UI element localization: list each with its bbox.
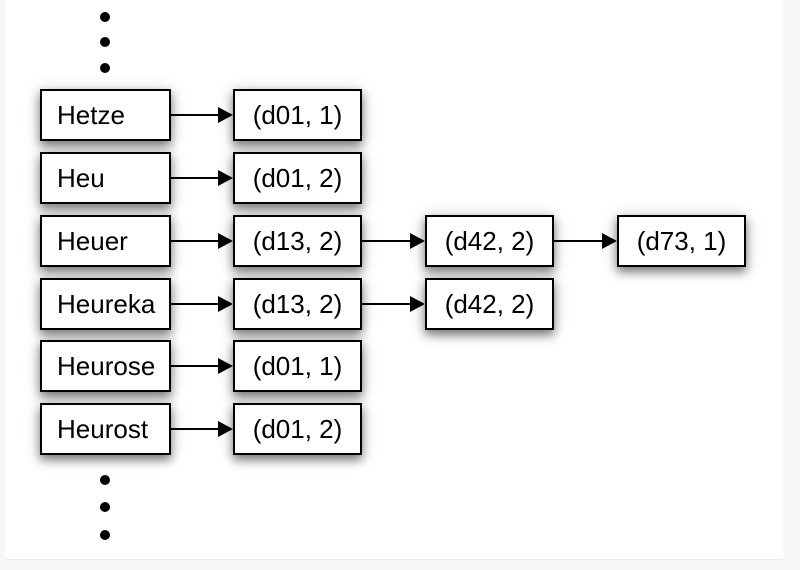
ellipsis-dot-bottom-2 <box>100 502 110 512</box>
arrowhead-icon <box>218 358 233 374</box>
posting-label: (d01, 1) <box>252 351 343 381</box>
posting-label: (d73, 1) <box>636 226 727 256</box>
arrowhead-icon <box>218 170 233 186</box>
inverted-index-diagram: Hetze (d01, 1) Heu (d01, 2) Heuer (d <box>5 0 783 560</box>
arrow-shaft <box>171 365 218 367</box>
arrowhead-icon <box>218 296 233 312</box>
term-box-heu: Heu <box>40 152 171 204</box>
arrowhead-icon <box>218 233 233 249</box>
posting-box: (d01, 1) <box>233 340 362 392</box>
arrow <box>171 421 233 437</box>
arrow-shaft <box>171 114 218 116</box>
term-label: Heureka <box>57 289 156 319</box>
term-box-heuer: Heuer <box>40 215 171 267</box>
arrow-shaft <box>171 177 218 179</box>
term-box-heurost: Heurost <box>40 403 171 455</box>
posting-box: (d01, 1) <box>233 89 362 141</box>
posting-box: (d42, 2) <box>425 215 554 267</box>
ellipsis-dot-top-1 <box>100 12 110 22</box>
term-box-heureka: Heureka <box>40 278 171 330</box>
term-label: Heu <box>57 163 105 193</box>
arrow <box>171 233 233 249</box>
term-label: Heurost <box>57 414 149 444</box>
arrow <box>171 107 233 123</box>
ellipsis-dot-bottom-1 <box>100 475 110 485</box>
arrow <box>171 358 233 374</box>
arrowhead-icon <box>602 233 617 249</box>
arrow-shaft <box>554 240 602 242</box>
term-box-hetze: Hetze <box>40 89 171 141</box>
arrow-shaft <box>171 428 218 430</box>
ellipsis-dot-top-3 <box>100 63 110 73</box>
arrow <box>554 233 617 249</box>
term-box-heurose: Heurose <box>40 340 171 392</box>
ellipsis-dot-bottom-3 <box>100 530 110 540</box>
arrowhead-icon <box>218 107 233 123</box>
term-label: Hetze <box>57 100 125 130</box>
ellipsis-dot-top-2 <box>100 37 110 47</box>
posting-box: (d13, 2) <box>233 215 362 267</box>
arrow <box>171 296 233 312</box>
arrowhead-icon <box>410 233 425 249</box>
arrow-shaft <box>171 303 218 305</box>
term-label: Heurose <box>57 351 156 381</box>
arrow-shaft <box>362 303 410 305</box>
posting-label: (d13, 2) <box>252 226 343 256</box>
arrowhead-icon <box>218 421 233 437</box>
posting-label: (d42, 2) <box>444 226 535 256</box>
posting-box: (d73, 1) <box>617 215 746 267</box>
posting-label: (d01, 2) <box>252 414 343 444</box>
arrow-shaft <box>171 240 218 242</box>
arrowhead-icon <box>410 296 425 312</box>
posting-label: (d01, 1) <box>252 100 343 130</box>
posting-box: (d01, 2) <box>233 152 362 204</box>
arrow <box>362 233 425 249</box>
posting-box: (d42, 2) <box>425 278 554 330</box>
arrow <box>362 296 425 312</box>
posting-box: (d13, 2) <box>233 278 362 330</box>
term-label: Heuer <box>57 226 128 256</box>
posting-label: (d42, 2) <box>444 289 535 319</box>
posting-box: (d01, 2) <box>233 403 362 455</box>
posting-label: (d13, 2) <box>252 289 343 319</box>
posting-label: (d01, 2) <box>252 163 343 193</box>
arrow <box>171 170 233 186</box>
arrow-shaft <box>362 240 410 242</box>
